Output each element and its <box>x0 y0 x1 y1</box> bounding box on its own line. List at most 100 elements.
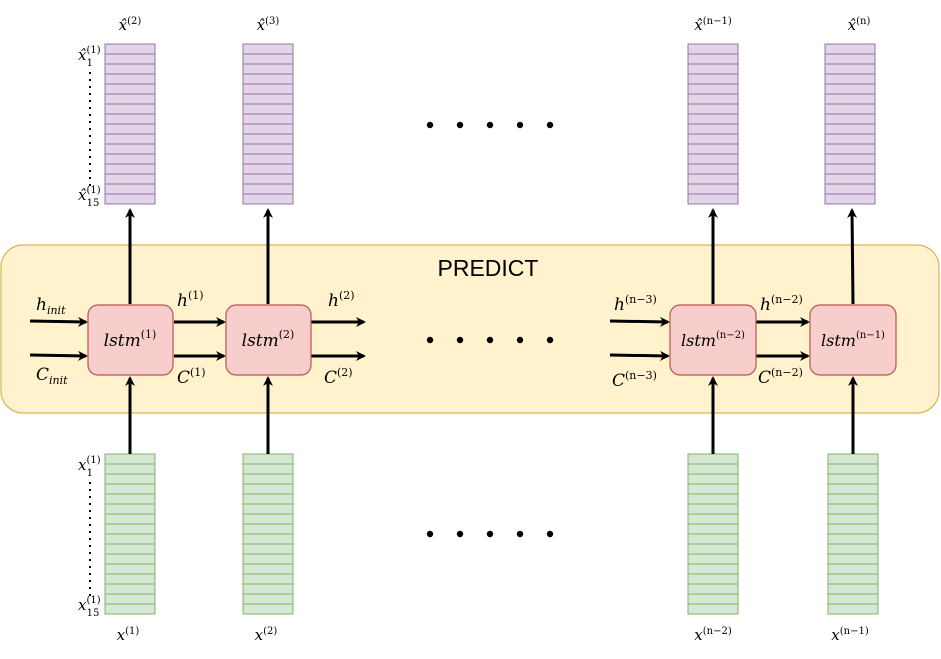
ellipsis-outputs <box>426 121 554 129</box>
input-vector-1 <box>104 453 156 615</box>
vector-element-cell <box>104 453 156 465</box>
vector-element-cell <box>827 453 879 465</box>
vector-element-cell <box>687 163 739 175</box>
vector-element-cell <box>687 153 739 165</box>
vector-element-cell <box>824 193 876 205</box>
vector-element-cell <box>242 183 294 195</box>
vector-element-cell <box>242 523 294 535</box>
output-label-2: x̂(3) <box>257 16 280 34</box>
vector-element-cell <box>104 193 156 205</box>
vector-element-cell <box>242 483 294 495</box>
h-n3-label: h(n−3) <box>614 293 657 315</box>
output-label-3: x̂(n−1) <box>694 16 732 34</box>
vector-element-cell <box>824 153 876 165</box>
vector-element-cell <box>104 153 156 165</box>
vector-element-cell <box>687 583 739 595</box>
vector-element-cell <box>687 543 739 555</box>
vector-element-cell <box>104 583 156 595</box>
c-n3-label: C(n−3) <box>612 369 657 391</box>
vector-element-cell <box>687 73 739 85</box>
vector-element-cell <box>242 603 294 615</box>
c2-label: C(2) <box>324 366 353 388</box>
vector-element-cell <box>824 143 876 155</box>
vector-element-cell <box>104 63 156 75</box>
vector-element-cell <box>687 123 739 135</box>
vector-element-cell <box>104 603 156 615</box>
vector-element-cell <box>827 543 879 555</box>
vector-element-cell <box>687 503 739 515</box>
vector-element-cell <box>242 473 294 485</box>
lstm-cell-2: lstm(2) <box>225 304 312 376</box>
vector-element-cell <box>104 533 156 545</box>
lstm-cell-4: lstm(n−1) <box>809 304 897 376</box>
c1-label: C(1) <box>177 366 206 388</box>
vector-element-cell <box>104 483 156 495</box>
vector-element-cell <box>242 113 294 125</box>
vector-element-cell <box>687 83 739 95</box>
vector-element-cell <box>104 93 156 105</box>
vector-element-cell <box>242 453 294 465</box>
input-element-first-label: x(1)1 <box>78 455 101 479</box>
vector-element-cell <box>242 493 294 505</box>
vector-element-cell <box>827 483 879 495</box>
vector-element-cell <box>104 593 156 605</box>
vector-element-cell <box>687 603 739 615</box>
output-label-4: x̂(n) <box>848 16 871 34</box>
vector-element-cell <box>242 53 294 65</box>
vector-element-cell <box>242 553 294 565</box>
vector-element-cell <box>824 133 876 145</box>
input-label-3: x(n−2) <box>694 626 732 644</box>
vector-element-cell <box>687 183 739 195</box>
vector-element-cell <box>242 133 294 145</box>
vector-element-cell <box>687 63 739 75</box>
vector-element-cell <box>827 463 879 475</box>
vector-element-cell <box>827 493 879 505</box>
vector-element-cell <box>242 43 294 55</box>
vector-element-cell <box>242 463 294 475</box>
vector-element-cell <box>687 103 739 115</box>
lstm-cell-1: lstm(1) <box>87 304 174 376</box>
vector-element-cell <box>687 493 739 505</box>
vector-element-cell <box>687 53 739 65</box>
vector-element-cell <box>827 513 879 525</box>
output-vector-4 <box>824 43 876 205</box>
vector-element-cell <box>242 563 294 575</box>
svg-text:lstm(n−1): lstm(n−1) <box>821 330 885 350</box>
vector-element-cell <box>827 533 879 545</box>
vector-element-cell <box>687 173 739 185</box>
vector-element-cell <box>104 523 156 535</box>
input-label-2: x(2) <box>255 626 278 644</box>
vector-element-cell <box>242 583 294 595</box>
vector-element-cell <box>104 493 156 505</box>
vector-element-cell <box>242 513 294 525</box>
vector-element-cell <box>104 53 156 65</box>
vector-element-cell <box>687 43 739 55</box>
h-init-label: hinit <box>36 295 66 317</box>
vector-element-cell <box>687 453 739 465</box>
vector-element-cell <box>242 123 294 135</box>
ellipsis-cells <box>426 336 554 344</box>
arrow-c-init <box>29 350 88 361</box>
vector-element-cell <box>827 553 879 565</box>
vector-element-cell <box>824 123 876 135</box>
vector-element-cell <box>242 143 294 155</box>
vector-element-cell <box>242 503 294 515</box>
output-element-first-label: x̂(1)1 <box>78 45 101 69</box>
vector-element-cell <box>687 523 739 535</box>
vector-element-cell <box>242 573 294 585</box>
input-vector-4 <box>827 453 879 615</box>
vector-element-cell <box>242 63 294 75</box>
vector-element-cell <box>824 83 876 95</box>
output-vector-2 <box>242 43 294 205</box>
arrow-lstm4-to-output <box>847 208 858 305</box>
vector-element-cell <box>242 193 294 205</box>
vector-element-cell <box>687 563 739 575</box>
vector-element-cell <box>827 523 879 535</box>
input-vector-2 <box>242 453 294 615</box>
vector-element-cell <box>104 113 156 125</box>
svg-text:lstm(2): lstm(2) <box>242 328 295 351</box>
vector-element-cell <box>242 593 294 605</box>
vector-element-cell <box>242 173 294 185</box>
vector-element-cell <box>687 93 739 105</box>
